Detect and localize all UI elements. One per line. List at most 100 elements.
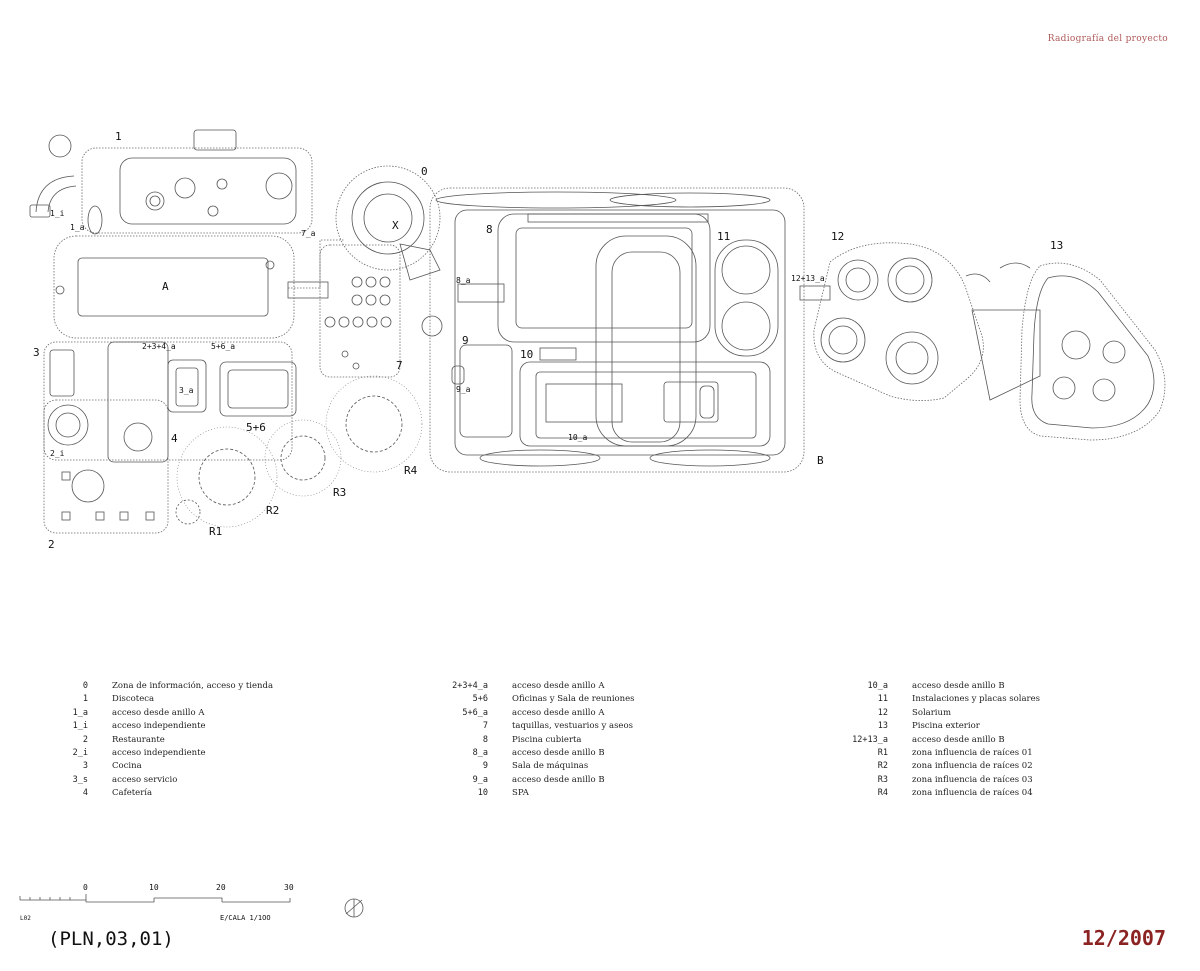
legend-row: 10 SPA bbox=[418, 787, 635, 800]
legend-row: 11 Instalaciones y placas solares bbox=[818, 693, 1040, 706]
legend-row: 10_a acceso desde anillo B bbox=[818, 680, 1040, 693]
legend-row: 4 Cafetería bbox=[18, 787, 273, 800]
legend-description: acceso independiente bbox=[112, 747, 206, 758]
label-R4: R4 bbox=[404, 464, 418, 477]
legend-row: R1 zona influencia de raíces 01 bbox=[818, 747, 1040, 760]
scale-tick-10: 10 bbox=[149, 883, 159, 892]
label-2-3-4a: 2+3+4_a bbox=[142, 342, 176, 351]
legend-description: Cafetería bbox=[112, 788, 153, 799]
label-3a: 3_a bbox=[179, 386, 194, 395]
legend-description: acceso desde anillo A bbox=[512, 681, 605, 691]
legend-row: 8 Piscina cubierta bbox=[418, 734, 635, 747]
legend-code: 11 bbox=[877, 694, 888, 705]
legend-column-1: 0 Zona de información, acceso y tienda 1 Di… bbox=[18, 680, 273, 801]
scale-label: E/CALA 1/1OO bbox=[220, 914, 271, 922]
plan-labels: 0 1 1_i 1_a A 7_a X 8 11 12 13 12+13_a 8… bbox=[33, 130, 1063, 551]
legend-row: 2 Restaurante bbox=[18, 734, 273, 747]
label-10: 10 bbox=[520, 348, 533, 361]
label-7: 7 bbox=[396, 359, 403, 372]
label-9a: 9_a bbox=[456, 385, 471, 394]
label-12-13a: 12+13_a bbox=[791, 274, 825, 283]
label-8: 8 bbox=[486, 223, 493, 236]
label-4: 4 bbox=[171, 432, 178, 445]
legend-code: 13 bbox=[877, 721, 888, 732]
legend-code: 10_a bbox=[867, 681, 888, 691]
legend-description: zona influencia de raíces 04 bbox=[912, 788, 1033, 799]
legend-description: Zona de información, acceso y tienda bbox=[112, 681, 274, 691]
legend-row: 5+6_a acceso desde anillo A bbox=[418, 707, 635, 720]
label-10a: 10_a bbox=[568, 433, 587, 442]
legend-description: acceso desde anillo B bbox=[912, 734, 1005, 745]
legend-description: Piscina cubierta bbox=[512, 734, 582, 745]
legend-code: 8 bbox=[482, 734, 488, 745]
legend-code: 12+13_a bbox=[852, 734, 888, 745]
legend-description: Piscina exterior bbox=[912, 721, 980, 732]
label-7a: 7_a bbox=[301, 229, 316, 238]
label-R1: R1 bbox=[209, 525, 222, 538]
label-B: B bbox=[817, 454, 824, 467]
legend-row: 0 Zona de información, acceso y tienda bbox=[18, 680, 273, 693]
label-11: 11 bbox=[717, 230, 730, 243]
legend-code: 3 bbox=[82, 761, 88, 772]
legend-description: acceso desde anillo B bbox=[512, 774, 605, 785]
legend-description: acceso servicio bbox=[112, 774, 178, 785]
legend-code: 0 bbox=[82, 681, 88, 691]
label-12: 12 bbox=[831, 230, 844, 243]
legend-description: Discoteca bbox=[112, 694, 155, 705]
label-2: 2 bbox=[48, 538, 55, 551]
legend-description: acceso desde anillo B bbox=[512, 747, 605, 758]
legend-description: acceso desde anillo B bbox=[912, 681, 1005, 691]
legend-description: Sala de máquinas bbox=[512, 761, 589, 772]
legend-description: acceso desde anillo A bbox=[512, 707, 605, 718]
plan-drawing bbox=[29, 129, 1166, 534]
label-13: 13 bbox=[1050, 239, 1063, 252]
legend-code: 5+6_a bbox=[462, 707, 488, 718]
label-2i: 2_i bbox=[50, 449, 65, 458]
lockers-circles bbox=[324, 276, 392, 370]
legend-code: R1 bbox=[877, 747, 888, 758]
scale-tick-0: 0 bbox=[83, 883, 88, 892]
label-X: X bbox=[392, 219, 399, 232]
legend-row: 3 Cocina bbox=[18, 760, 273, 773]
legend-code: 1_a bbox=[72, 707, 88, 718]
legend-code: 4 bbox=[82, 788, 88, 799]
label-5-6a: 5+6_a bbox=[211, 342, 235, 351]
scale-tick-30: 30 bbox=[284, 883, 294, 892]
legend-description: Instalaciones y placas solares bbox=[912, 694, 1040, 705]
legend-row: 1 Discoteca bbox=[18, 693, 273, 706]
legend-row: 12+13_a acceso desde anillo B bbox=[818, 734, 1040, 747]
legend-code: 2 bbox=[82, 734, 88, 745]
label-1: 1 bbox=[115, 130, 122, 143]
legend-description: SPA bbox=[512, 788, 529, 799]
label-R2: R2 bbox=[266, 504, 279, 517]
label-0: 0 bbox=[421, 165, 428, 178]
label-A: A bbox=[162, 280, 169, 293]
legend-row: 13 Piscina exterior bbox=[818, 720, 1040, 733]
header-title: Radiografía del proyecto bbox=[1047, 34, 1168, 44]
legend-description: Restaurante bbox=[112, 734, 165, 745]
label-5-6: 5+6 bbox=[246, 421, 266, 434]
legend-description: Solarium bbox=[912, 707, 952, 718]
label-9: 9 bbox=[462, 334, 469, 347]
legend-code: 1 bbox=[82, 694, 88, 705]
legend-description: Cocina bbox=[112, 761, 142, 772]
scale-bar: 0 10 20 30 L02 E/CALA 1/1OO bbox=[19, 883, 294, 922]
legend-description: zona influencia de raíces 01 bbox=[912, 747, 1033, 758]
label-R3: R3 bbox=[333, 486, 346, 499]
legend-code: 10 bbox=[477, 788, 488, 799]
